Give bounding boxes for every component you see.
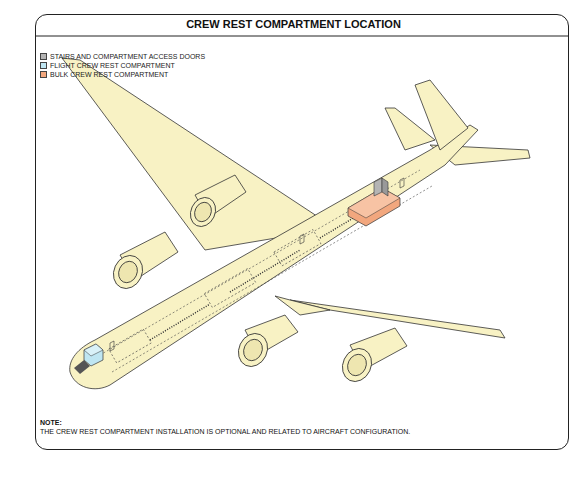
note-text: NOTE:: [40, 419, 62, 426]
diagram-title: CREW REST COMPARTMENT LOCATION: [0, 18, 587, 30]
legend-swatch: [40, 71, 47, 78]
legend-text: FLIGHT CREW REST COMPARTMENT: [50, 62, 175, 69]
legend-text: BULK CREW REST COMPARTMENT: [50, 71, 168, 78]
legend-text: STAIRS AND COMPARTMENT ACCESS DOORS: [50, 53, 205, 60]
legend-swatch: [40, 53, 47, 60]
legend-row: BULK CREW REST COMPARTMENT: [40, 70, 168, 79]
note-text: THE CREW REST COMPARTMENT INSTALLATION I…: [40, 428, 410, 435]
legend-swatch: [40, 62, 47, 69]
legend-row: STAIRS AND COMPARTMENT ACCESS DOORS: [40, 52, 205, 61]
legend-row: FLIGHT CREW REST COMPARTMENT: [40, 61, 175, 70]
